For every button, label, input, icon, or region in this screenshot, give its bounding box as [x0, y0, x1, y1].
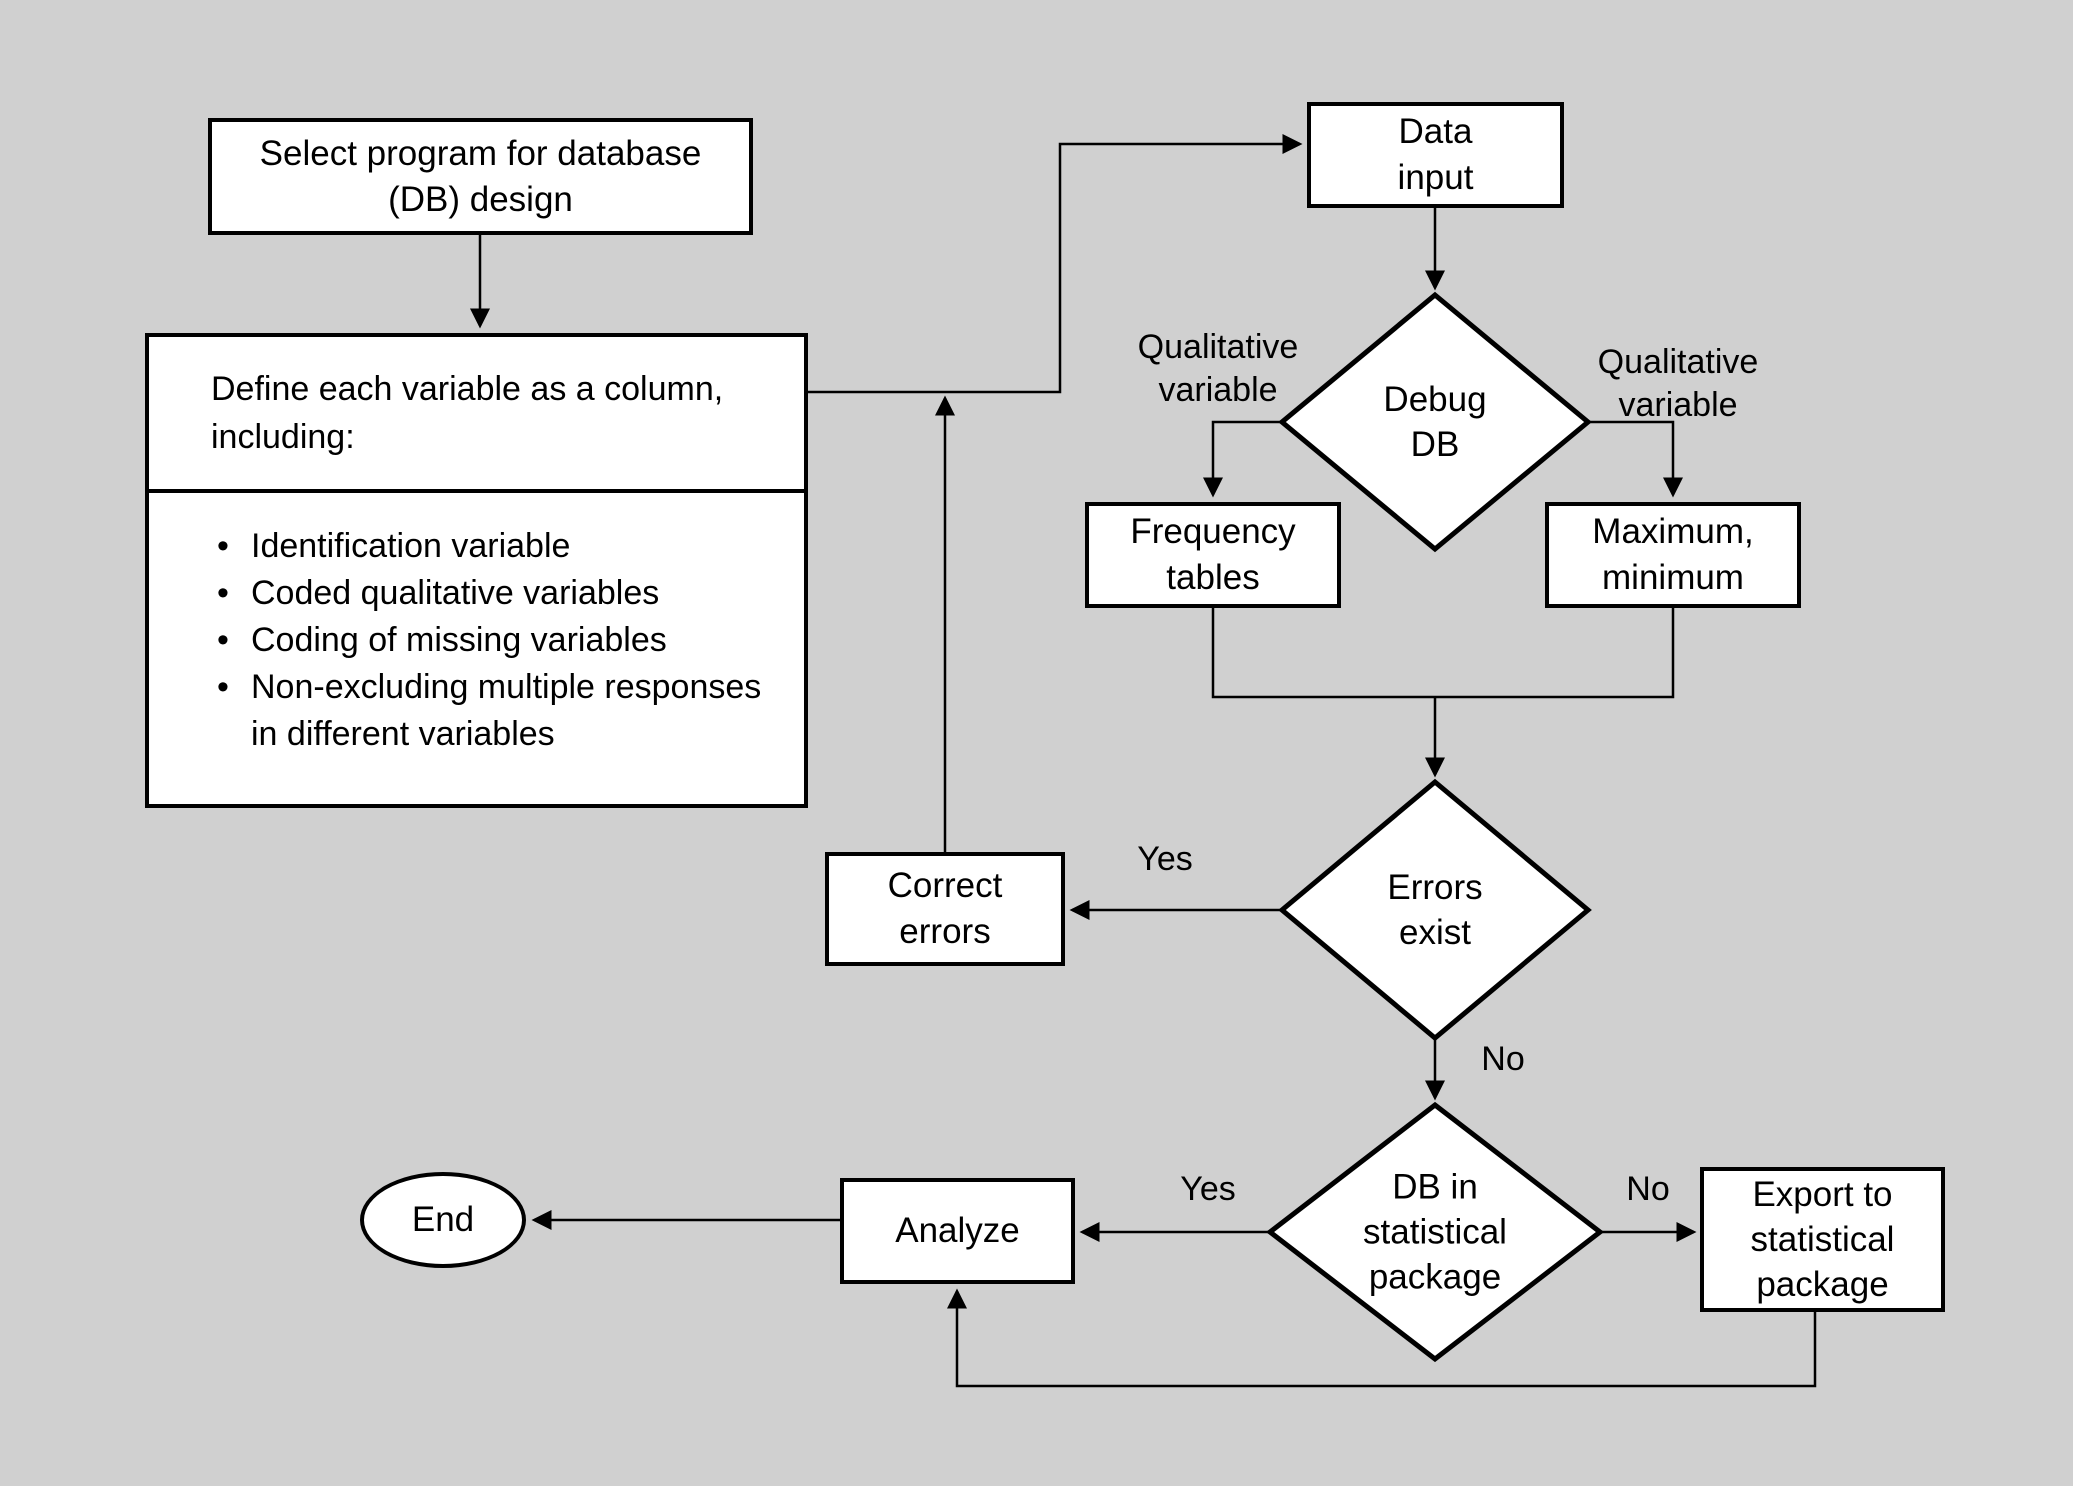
node-select-program: Select program for database (DB) design — [208, 118, 753, 235]
node-correct-errors-line1: Correct — [887, 866, 1003, 905]
edge-label-qualitative-left: Qualitative variable — [1138, 326, 1299, 412]
arrow-debug-to-frequency-tables — [1203, 420, 1282, 498]
edge-label-db-no: No — [1626, 1170, 1670, 1208]
db-in-line1: DB in — [1392, 1167, 1478, 1207]
node-frequency-tables-line2: tables — [1166, 558, 1260, 597]
diamond-errors-exist — [1278, 778, 1592, 1042]
node-data-input-line2: input — [1397, 158, 1474, 197]
qualitative-left-line1: Qualitative — [1137, 328, 1299, 366]
bullet-item: Coded qualitative variables — [217, 570, 768, 617]
bullet-item: Identification variable — [217, 523, 768, 570]
define-heading-line2: including: — [211, 418, 355, 456]
define-heading-line1: Define each variable as a column, — [211, 370, 724, 408]
bullet-item: Non-excluding multiple responses in diff… — [217, 664, 768, 758]
node-debug-db-label: Debug DB — [1383, 377, 1486, 467]
qualitative-right-line1: Qualitative — [1597, 343, 1759, 381]
node-frequency-tables-line1: Frequency — [1130, 512, 1296, 551]
node-export-line1: Export to — [1752, 1175, 1893, 1214]
qualitative-left-line2: variable — [1158, 371, 1278, 409]
define-variables-heading: Define each variable as a column, includ… — [149, 337, 804, 493]
db-in-line2: statistical — [1363, 1212, 1507, 1252]
diamond-db-in-statistical-package — [1265, 1101, 1605, 1363]
node-export-line3: package — [1756, 1265, 1889, 1304]
edge-label-errors-no: No — [1481, 1040, 1525, 1078]
arrow-debug-to-maximum-minimum — [1588, 420, 1683, 498]
define-variables-bullet-list: Identification variable Coded qualitativ… — [149, 523, 804, 758]
node-correct-errors: Correct errors — [825, 852, 1065, 966]
db-in-line3: package — [1368, 1257, 1502, 1297]
edge-label-qualitative-right: Qualitative variable — [1598, 341, 1759, 427]
errors-exist-line1: Errors — [1387, 868, 1483, 907]
arrow-export-feedback-to-analyze — [947, 1288, 1817, 1388]
node-export-line2: statistical — [1750, 1220, 1895, 1259]
node-define-variables: Define each variable as a column, includ… — [145, 333, 808, 808]
edge-label-errors-yes: Yes — [1137, 840, 1193, 878]
node-end: End — [360, 1172, 526, 1268]
node-db-in-statistical-package-label: DB in statistical package — [1363, 1165, 1507, 1300]
node-end-line1: End — [411, 1200, 475, 1239]
node-analyze: Analyze — [840, 1178, 1075, 1284]
node-data-input-line1: Data — [1398, 112, 1473, 151]
connector-merge — [1211, 608, 1675, 699]
qualitative-right-line2: variable — [1618, 386, 1738, 424]
node-select-program-line1: Select program for database — [259, 133, 702, 173]
node-maximum-minimum-line1: Maximum, — [1592, 512, 1754, 551]
node-select-program-line2: (DB) design — [388, 179, 573, 219]
debug-db-line2: DB — [1410, 425, 1460, 464]
bullet-item: Coding of missing variables — [217, 617, 768, 664]
diamond-debug-db — [1278, 291, 1592, 553]
edge-label-db-yes: Yes — [1180, 1170, 1236, 1208]
node-correct-errors-line2: errors — [899, 912, 991, 951]
errors-exist-line2: exist — [1399, 913, 1471, 952]
node-maximum-minimum-line2: minimum — [1602, 558, 1744, 597]
node-frequency-tables: Frequency tables — [1085, 502, 1341, 608]
node-analyze-line1: Analyze — [895, 1211, 1020, 1250]
arrow-define-to-data-input — [808, 134, 1303, 394]
node-data-input: Data input — [1307, 102, 1564, 208]
node-errors-exist-label: Errors exist — [1387, 865, 1482, 955]
node-export-statistical-package: Export to statistical package — [1700, 1167, 1945, 1312]
node-maximum-minimum: Maximum, minimum — [1545, 502, 1801, 608]
debug-db-line1: Debug — [1383, 380, 1487, 419]
